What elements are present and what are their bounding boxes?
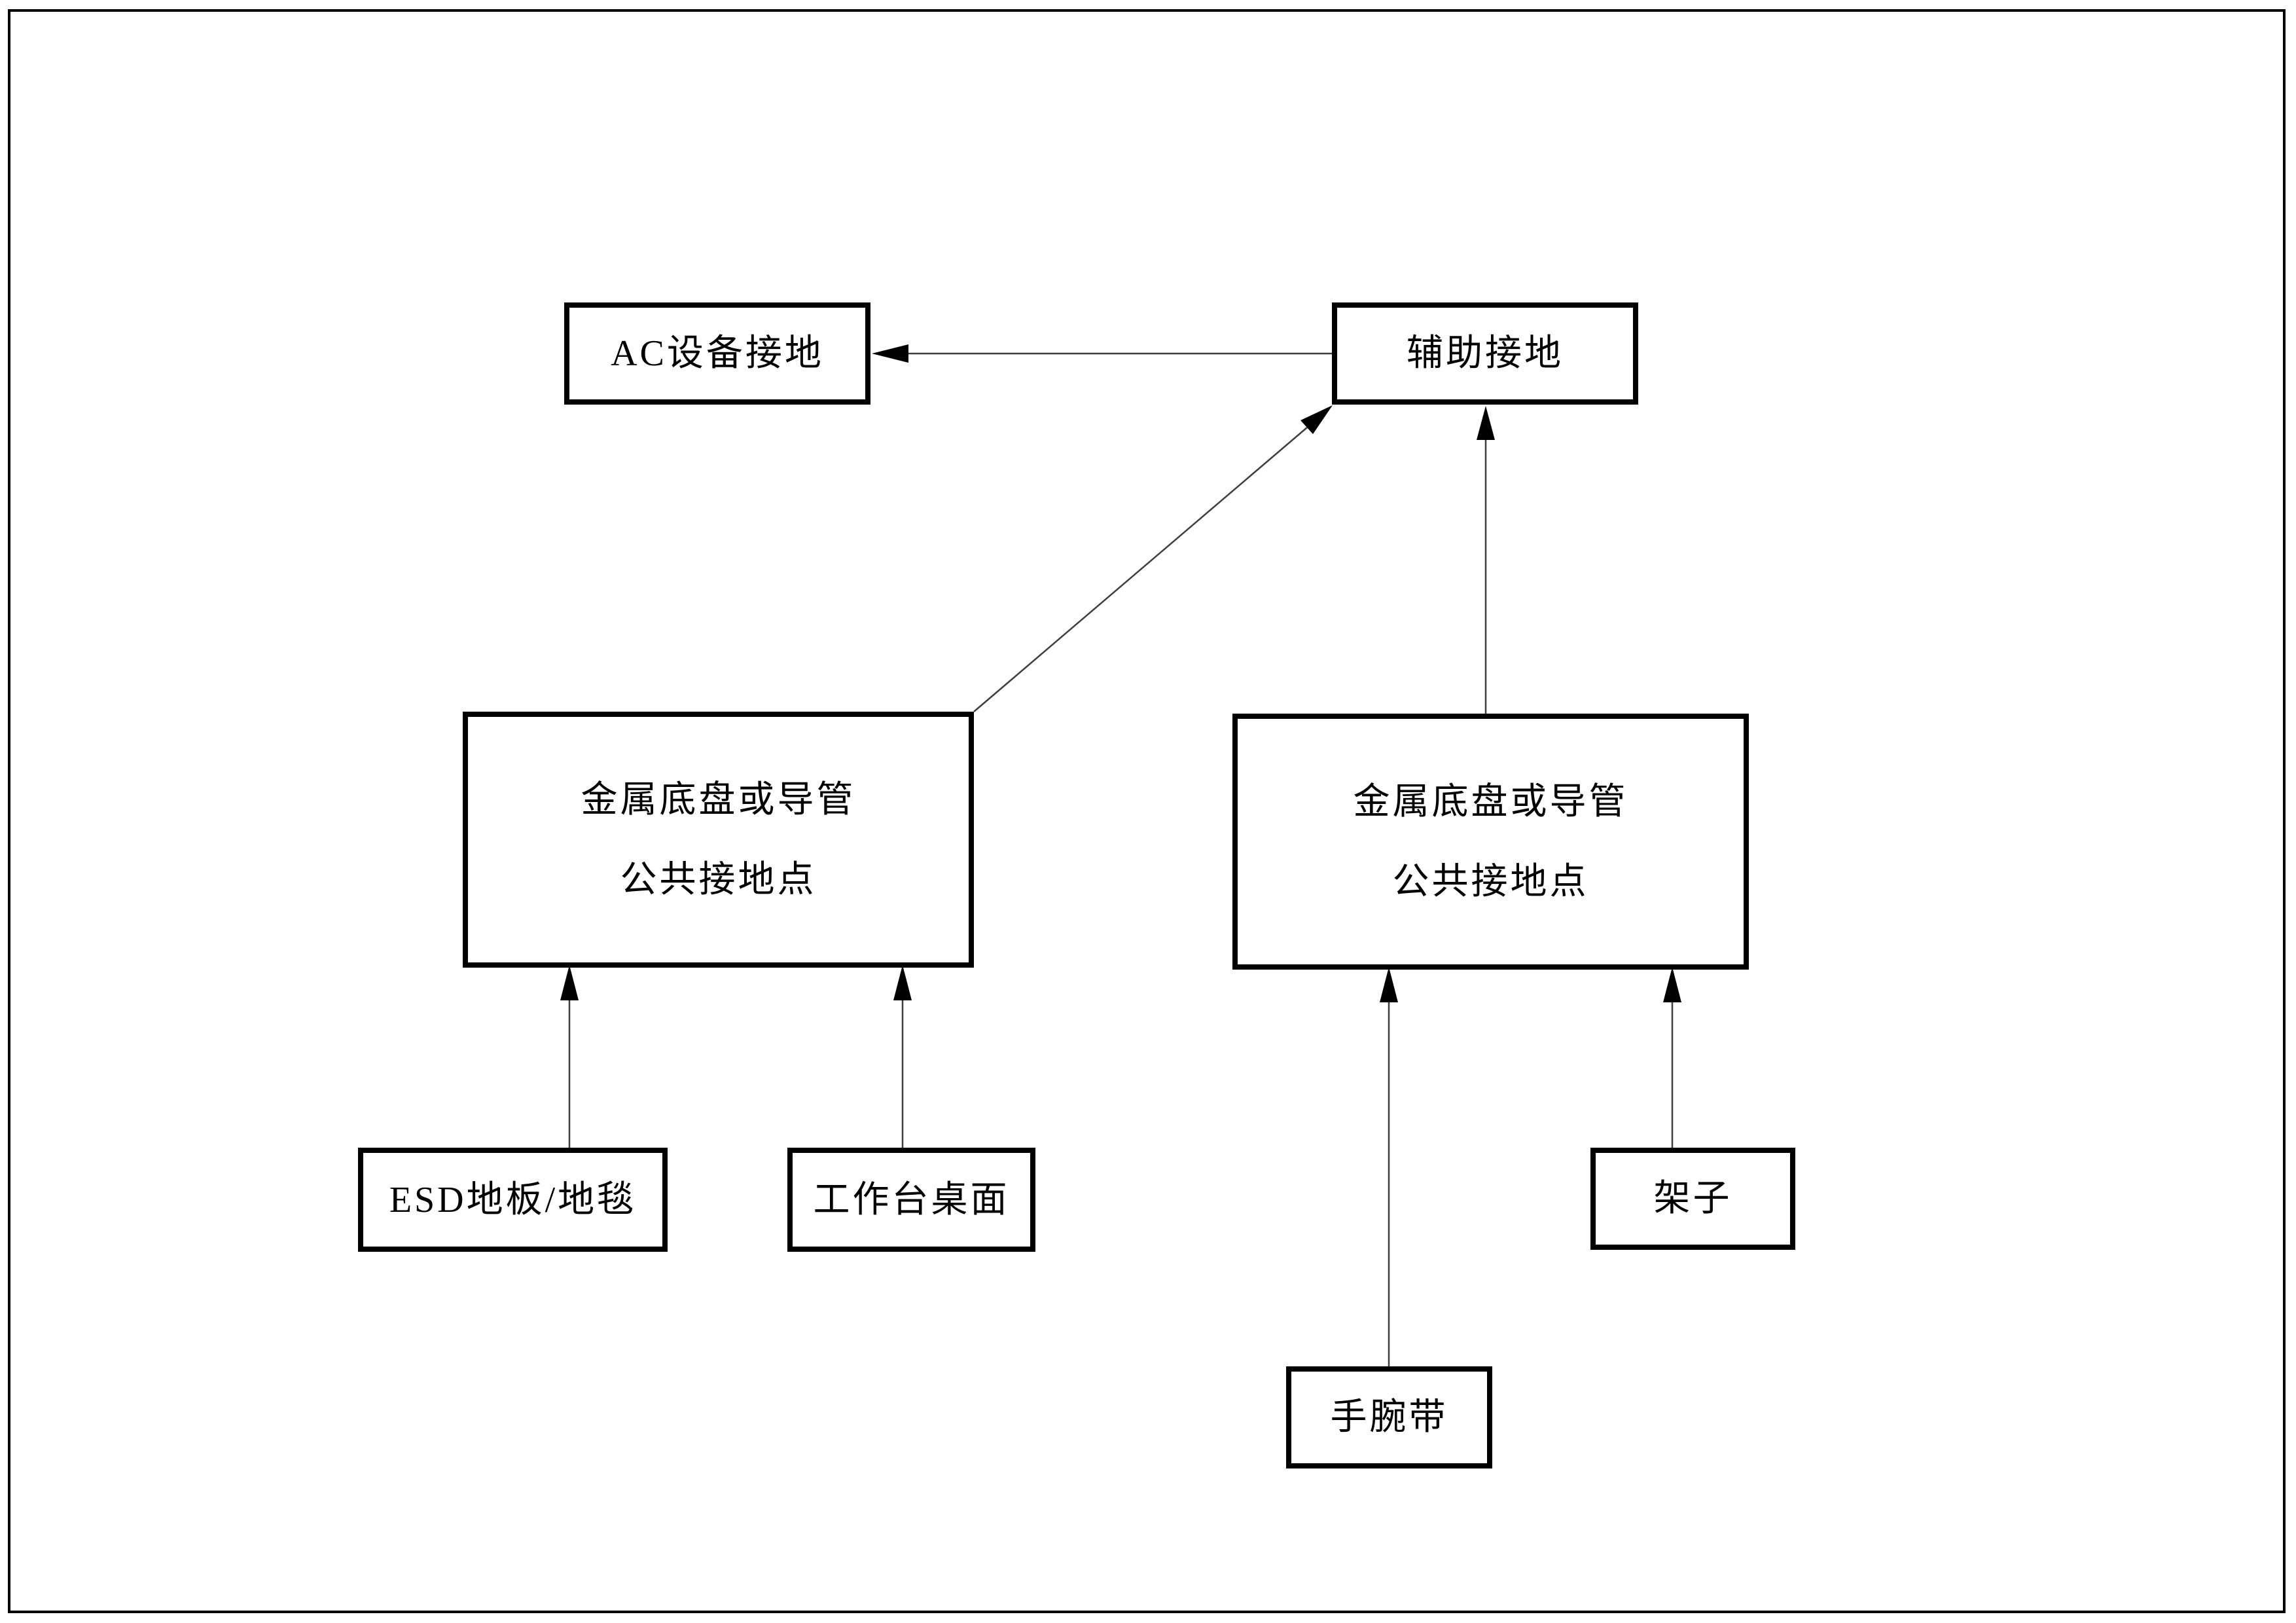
node-wrist-strap: 手腕带 [1286, 1366, 1492, 1468]
node-label: AC设备接地 [611, 333, 824, 374]
node-label-line1: 金属底盘或导管 [1353, 781, 1628, 822]
node-label: 工作台桌面 [813, 1179, 1010, 1220]
arrow-aux-to-ac [872, 344, 1332, 363]
node-label-line2: 公共接地点 [620, 859, 817, 900]
node-label: 架子 [1653, 1178, 1732, 1219]
node-esd-floor-mat: ESD地板/地毯 [358, 1148, 668, 1252]
node-common-ground-point-left: 金属底盘或导管 公共接地点 [463, 712, 974, 968]
node-auxiliary-ground: 辅助接地 [1332, 302, 1638, 405]
drawing-border-frame [8, 9, 2286, 1613]
node-label: 手腕带 [1330, 1397, 1448, 1438]
arrow-shelf-to-common-right [1663, 967, 1681, 1148]
node-workbench-surface: 工作台桌面 [787, 1148, 1035, 1252]
node-label: 辅助接地 [1407, 333, 1564, 374]
node-label-line1: 金属底盘或导管 [581, 779, 856, 820]
node-common-ground-point-right: 金属底盘或导管 公共接地点 [1232, 714, 1749, 970]
node-shelf: 架子 [1590, 1148, 1795, 1250]
arrow-common-left-to-aux [973, 405, 1333, 712]
arrow-esd-to-common-left [560, 965, 579, 1148]
node-ac-equipment-ground: AC设备接地 [564, 302, 870, 405]
node-label: ESD地板/地毯 [389, 1179, 637, 1220]
arrow-bench-to-common-left [893, 965, 912, 1148]
arrow-wrist-to-common-right [1380, 967, 1398, 1366]
node-label-line2: 公共接地点 [1392, 861, 1589, 902]
arrow-common-right-to-aux [1477, 406, 1495, 714]
